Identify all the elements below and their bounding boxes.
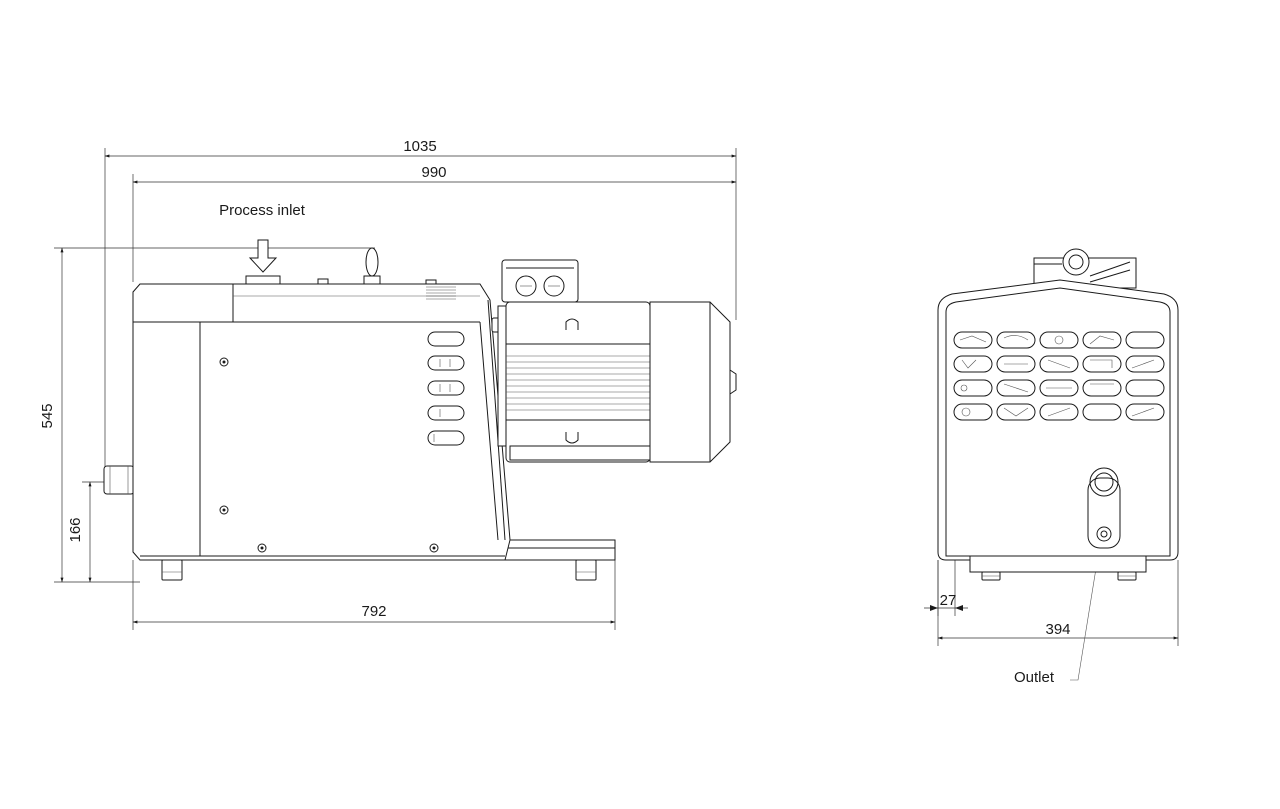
side-motor [491,259,737,463]
dimension-990: 990 [132,164,737,282]
front-outlet-pipe [1087,467,1121,549]
front-vent-grille [953,331,1165,421]
side-inlet-stub [103,465,135,495]
dimension-1035: 1035 [104,138,737,470]
dimension-792: 792 [132,560,616,630]
side-top-fins [426,286,456,300]
dimension-792-label: 792 [361,603,386,620]
dimension-545: 545 [39,247,375,583]
process-inlet-label: Process inlet [219,202,306,219]
front-view [937,248,1179,581]
dimension-394: 394 [937,560,1179,646]
dimension-990-label: 990 [421,164,446,181]
side-motor-fins [506,343,650,421]
dimension-27: 27 [924,560,968,616]
dimension-394-label: 394 [1045,621,1070,638]
outlet-label: Outlet [1014,669,1055,686]
dimension-166: 166 [67,481,104,583]
dimension-27-label: 27 [940,592,957,609]
dimension-545-label: 545 [39,403,56,428]
dimension-1035-label: 1035 [403,138,436,155]
front-base [969,555,1147,581]
side-view [103,247,737,581]
process-inlet-arrow-icon [248,239,278,273]
dimension-166-label: 166 [67,517,84,542]
side-pump-housing [132,247,511,561]
side-vent-slots [427,331,465,446]
